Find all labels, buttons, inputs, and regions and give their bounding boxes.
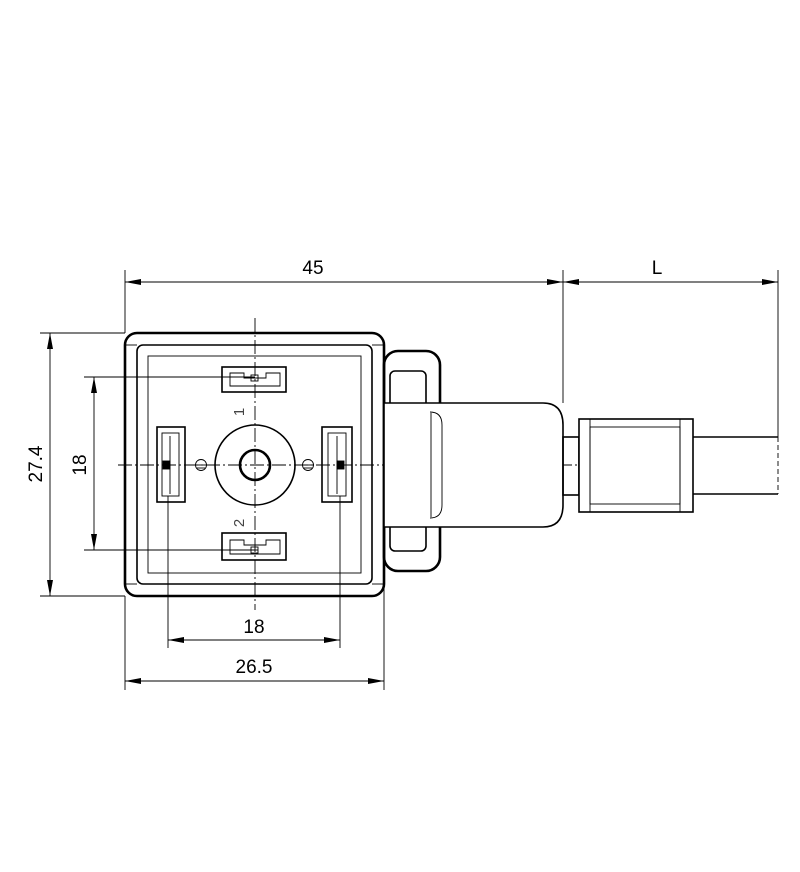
right-ground-pin bbox=[321, 426, 353, 503]
dimension-18-vertical-label: 18 bbox=[70, 454, 91, 475]
pin-label-2: 2 bbox=[231, 519, 248, 527]
pin-2-contact bbox=[221, 532, 287, 561]
pin-label-1: 1 bbox=[231, 408, 248, 416]
cable-gland bbox=[383, 402, 564, 528]
dimension-overall-length bbox=[124, 270, 779, 437]
cable-relief bbox=[562, 418, 694, 513]
ground-symbol-right-icon bbox=[302, 459, 314, 471]
dimension-27-4-label: 27.4 bbox=[26, 445, 47, 482]
dimension-18-horizontal-label: 18 bbox=[243, 617, 264, 638]
ground-symbol-left-icon bbox=[195, 459, 207, 471]
cable bbox=[693, 436, 779, 495]
dimension-pin-horizontal bbox=[167, 496, 341, 648]
pin-1-contact bbox=[221, 366, 287, 393]
dimension-26-5-label: 26.5 bbox=[236, 657, 273, 678]
dimension-L-label: L bbox=[652, 258, 663, 279]
central-screw bbox=[214, 424, 296, 506]
dimension-body-width bbox=[124, 571, 385, 690]
left-ground-pin bbox=[156, 426, 186, 503]
dimension-body-height bbox=[40, 332, 125, 597]
dimension-pin-vertical bbox=[84, 376, 255, 551]
dimension-45-label: 45 bbox=[302, 258, 323, 279]
